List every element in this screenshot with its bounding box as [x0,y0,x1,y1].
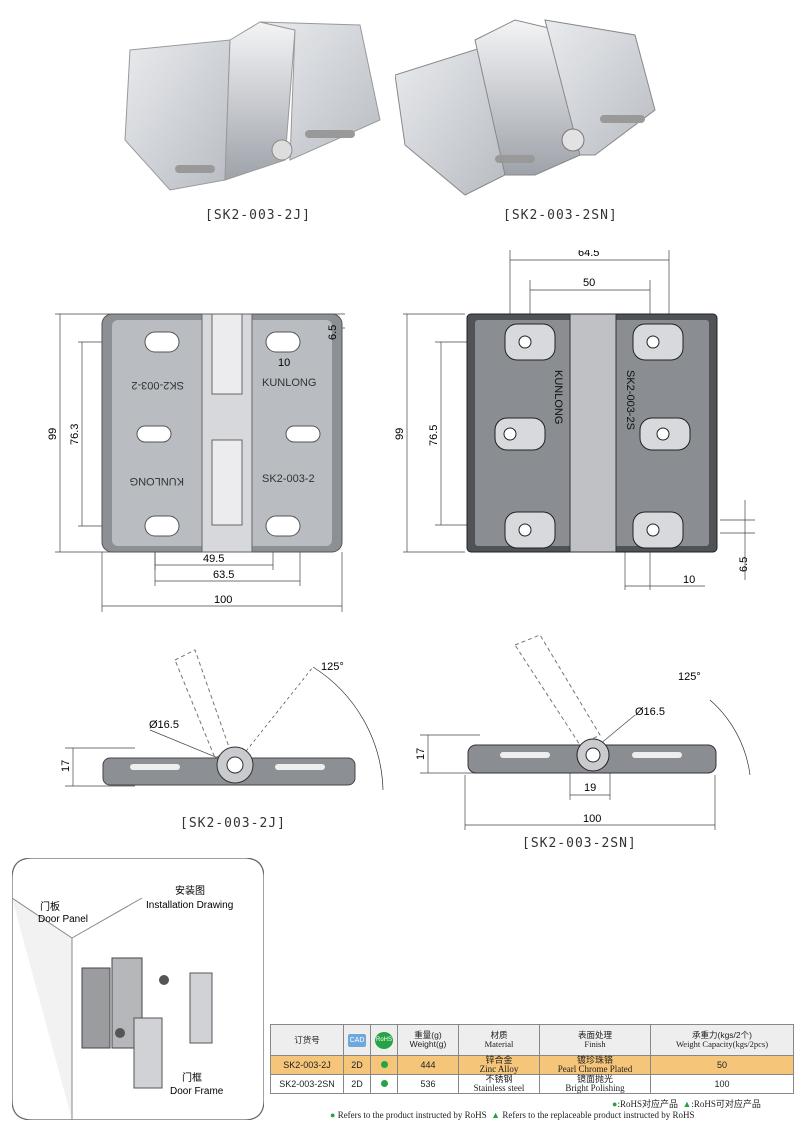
photo-hinge-stainless [395,19,656,196]
dim-50: 50 [583,277,595,289]
rohs-triangle-icon: ▲ [682,1099,692,1109]
right-mark-brand: KUNLONG [552,370,564,424]
angle-right: 125° [678,671,701,683]
dim-64-5: 64.5 [578,250,599,259]
photo-hinge-zinc [124,21,381,191]
side-view-left: 125° Ø16.5 17 [60,649,384,791]
dim-76-5: 76.5 [428,425,440,446]
dim-10-r: 10 [683,574,695,586]
rohs-dot [380,1060,388,1068]
dia-left: Ø16.5 [149,719,179,731]
side-caption-right: [SK2-003-2SN] [522,836,637,851]
height-left: 17 [60,760,72,772]
left-mark-code: SK2-003-2 [131,379,184,391]
photo-caption-right: [SK2-003-2SN] [503,208,618,223]
dim-99-r: 99 [395,428,406,440]
door-panel-cn: 门板 [40,900,60,913]
side-view-right: 125° Ø16.5 17 19 100 [415,634,751,830]
left-mark-code-b: SK2-003-2 [262,473,315,485]
rohs-dot-icon: ● [612,1099,618,1109]
dim-100: 100 [214,594,232,606]
dim-63-5: 63.5 [213,569,234,581]
left-mark-brand-b: KUNLONG [130,475,184,487]
installation-drawing: 门板 Door Panel 安装图 Installation Drawing 门… [12,858,264,1120]
rohs-triangle-icon-2: ▲ [491,1110,501,1120]
cad-icon: CAD [347,1033,367,1047]
rohs-dot [380,1079,388,1087]
col-rohs: RoHS [370,1024,398,1056]
door-frame-cn: 门框 [182,1071,202,1084]
right-mark-code: SK2-003-2S [624,370,636,430]
install-en: Installation Drawing [146,900,233,911]
dim-6-5-r: 6.5 [738,557,750,572]
left-mark-brand-a: KUNLONG [262,377,316,389]
dim-99: 99 [47,428,59,440]
dim-49-5: 49.5 [203,553,224,565]
rohs-icon: RoHS [374,1031,393,1049]
photo-caption-left: [SK2-003-2J] [205,208,311,223]
door-panel-en: Door Panel [38,914,88,925]
front-view-left: SK2-003-2 KUNLONG KUNLONG SK2-003-2 6.5 … [47,313,345,612]
dim-6-5: 6.5 [327,325,339,340]
col-order: 订货号 [270,1024,344,1056]
dim-100-r: 100 [583,813,601,825]
dim-19: 19 [584,782,596,794]
door-frame-en: Door Frame [170,1086,224,1097]
dim-76-3: 76.3 [69,424,81,445]
rohs-dot-icon-2: ● [330,1110,336,1120]
col-capacity: 承重力(kgs/2个)Weight Capacity(kgs/2pcs) [650,1024,794,1056]
legend-line-2: ● Refers to the product instructed by Ro… [330,1110,695,1120]
col-cad: CAD [343,1024,371,1056]
col-weight: 重量(g)Weight(g) [397,1024,459,1056]
front-view-right: KUNLONG SK2-003-2S 64.5 50 99 76.5 6.5 1… [395,250,755,590]
side-caption-left: [SK2-003-2J] [180,816,286,831]
install-cn: 安装图 [175,884,205,897]
dim-10: 10 [278,357,290,369]
angle-left: 125° [321,661,344,673]
dia-right: Ø16.5 [635,706,665,718]
height-right: 17 [415,748,427,760]
legend-line-1: ●:RoHS对应产品 ▲:RoHS可对应产品 [612,1099,761,1109]
